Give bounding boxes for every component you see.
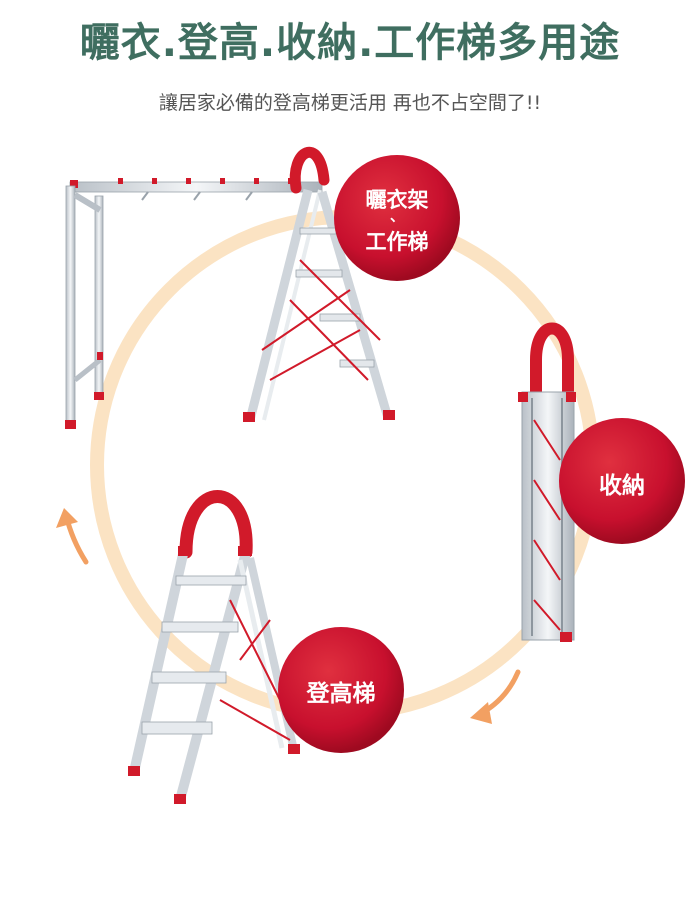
climb-badge-label: 登高梯 bbox=[306, 681, 376, 707]
page-subtitle: 讓居家必備的登高梯更活用 再也不占空間了!! bbox=[158, 92, 542, 114]
storage-badge-label: 收納 bbox=[599, 473, 645, 499]
storage-badge bbox=[559, 418, 685, 544]
drying-badge-line1: 曬衣架 bbox=[365, 188, 429, 212]
drying-badge-separator: 、 bbox=[390, 209, 404, 225]
drying-rack-ladder-image bbox=[65, 146, 395, 429]
drying-rack-badge bbox=[334, 155, 460, 281]
drying-badge-line2: 工作梯 bbox=[365, 230, 429, 254]
climb-ladder-badge bbox=[278, 627, 404, 753]
cycle-arrow-bottom-icon bbox=[470, 669, 521, 724]
page-title: 曬衣.登高.收納.工作梯多用途 bbox=[79, 20, 621, 66]
step-ladder-image bbox=[128, 490, 300, 804]
cycle-arrow-left-icon bbox=[56, 508, 89, 565]
